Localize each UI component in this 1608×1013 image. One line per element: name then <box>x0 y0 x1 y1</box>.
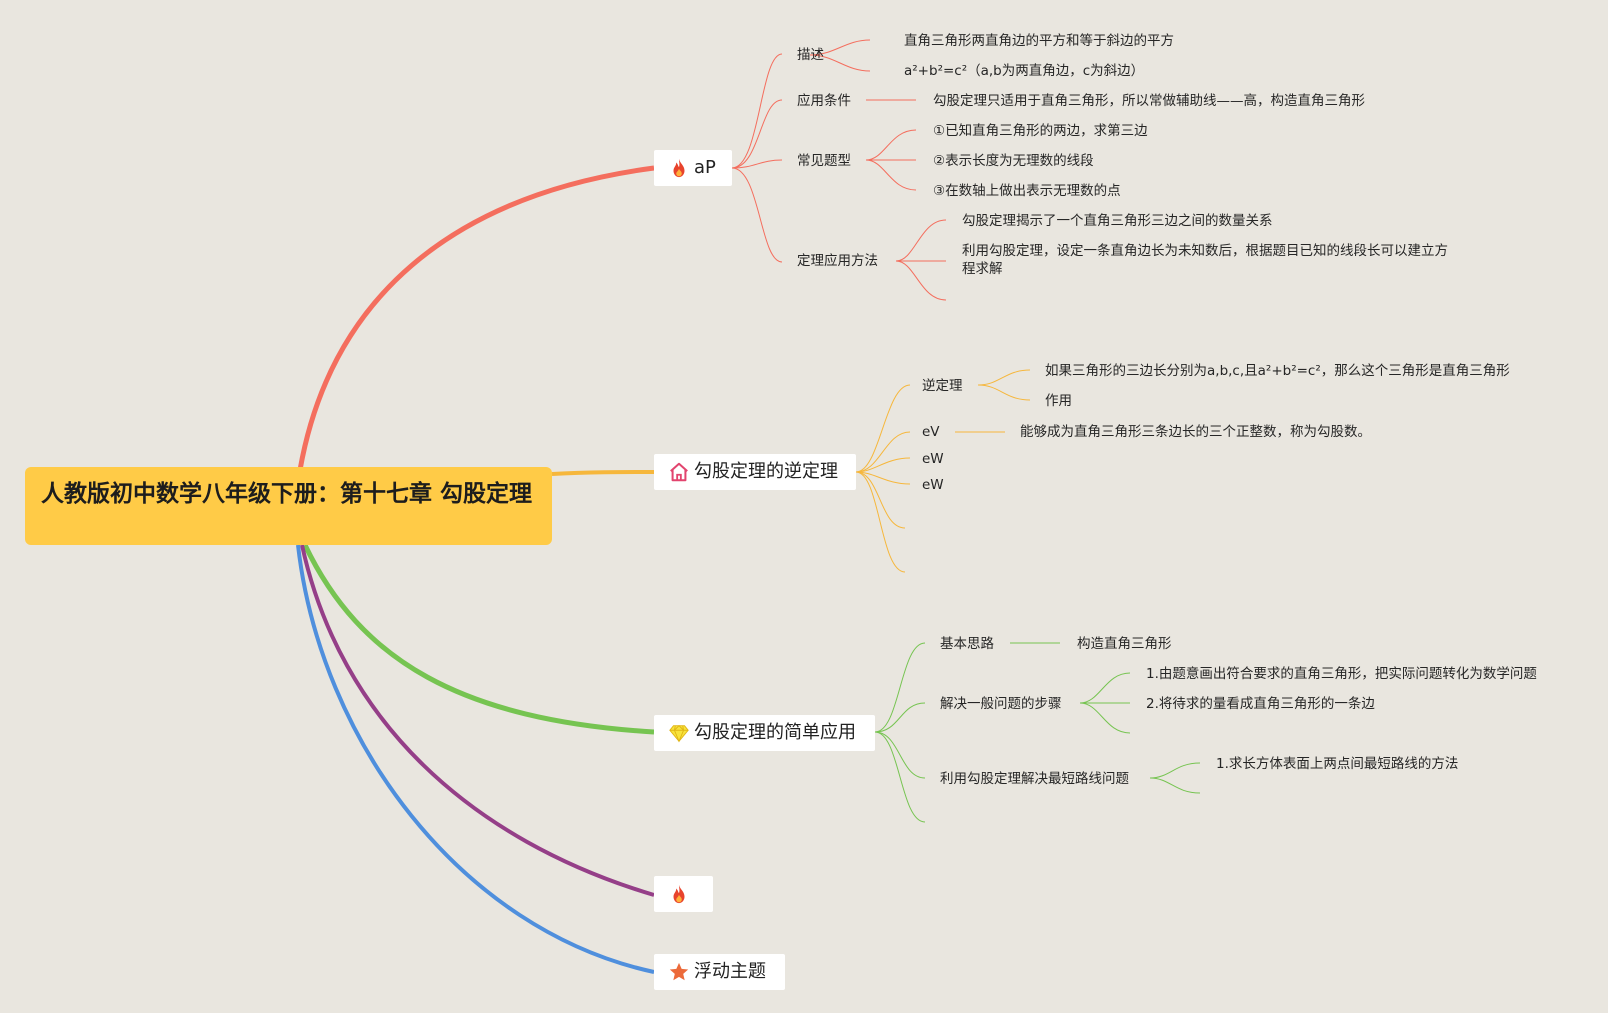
house-icon <box>670 462 688 482</box>
topic-steps[interactable]: 解决一般问题的步骤 <box>940 696 1062 712</box>
topic-shortest-path-item-1[interactable]: 1.求长方体表面上两点间最短路线的方法 <box>1216 756 1459 772</box>
theorem-subtree-lines <box>731 39 947 301</box>
branch-application[interactable]: 勾股定理的简单应用 <box>654 715 875 751</box>
topic-common-types-item-2[interactable]: ②表示长度为无理数的线段 <box>933 153 1094 169</box>
topic-converse-item-1[interactable]: 如果三角形的三边长分别为a,b,c,且a²+b²=c²，那么这个三角形是直角三角… <box>1045 363 1510 379</box>
connector-theorem <box>297 165 655 471</box>
topic-describe-item-1[interactable]: 直角三角形两直角边的平方和等于斜边的平方 <box>904 33 1174 49</box>
star-icon <box>669 962 689 981</box>
topic-describe[interactable]: 描述 <box>797 47 824 63</box>
branch-theorem-label: aP <box>694 157 716 178</box>
branch-theorem[interactable]: aP <box>654 150 732 186</box>
fire-icon <box>673 884 685 904</box>
converse-subtree-lines <box>855 369 1031 573</box>
topic-converse-item-2[interactable]: 作用 <box>1045 393 1072 409</box>
application-subtree-lines <box>874 642 1201 823</box>
branch-floating-label: 浮动主题 <box>694 961 766 982</box>
topic-basic-idea-item-1[interactable]: 构造直角三角形 <box>1077 636 1172 652</box>
topic-basic-idea[interactable]: 基本思路 <box>940 636 994 652</box>
topic-common-types-item-3[interactable]: ③在数轴上做出表示无理数的点 <box>933 183 1121 199</box>
topic-ev[interactable]: eV <box>922 424 940 440</box>
connector-application <box>302 543 655 735</box>
topic-common-types-item-1[interactable]: ①已知直角三角形的两边，求第三边 <box>933 123 1148 139</box>
topic-converse-theorem[interactable]: 逆定理 <box>922 378 963 394</box>
connector-converse <box>551 470 655 476</box>
gem-icon <box>669 725 689 743</box>
topic-steps-item-2[interactable]: 2.将待求的量看成直角三角形的一条边 <box>1146 696 1375 712</box>
connector-floating <box>296 544 655 974</box>
connector-empty <box>300 544 655 897</box>
topic-common-types[interactable]: 常见题型 <box>797 153 851 169</box>
branch-converse[interactable]: 勾股定理的逆定理 <box>654 454 856 490</box>
topic-steps-item-1[interactable]: 1.由题意画出符合要求的直角三角形，把实际问题转化为数学问题 <box>1146 666 1537 682</box>
root-topic[interactable]: 人教版初中数学八年级下册：第十七章 勾股定理 <box>25 467 552 545</box>
topic-method-item-1[interactable]: 勾股定理揭示了一个直角三角形三边之间的数量关系 <box>962 213 1273 229</box>
branch-empty[interactable] <box>654 876 713 912</box>
root-topic-label: 人教版初中数学八年级下册：第十七章 勾股定理 <box>41 481 533 507</box>
branch-application-label: 勾股定理的简单应用 <box>694 722 856 743</box>
topic-ew-2[interactable]: eW <box>922 477 944 493</box>
topic-condition-item-1[interactable]: 勾股定理只适用于直角三角形，所以常做辅助线——高，构造直角三角形 <box>933 93 1365 109</box>
branch-floating[interactable]: 浮动主题 <box>654 954 785 990</box>
topic-method[interactable]: 定理应用方法 <box>797 253 878 269</box>
topic-ev-item-1[interactable]: 能够成为直角三角形三条边长的三个正整数，称为勾股数。 <box>1020 424 1371 440</box>
topic-describe-item-2[interactable]: a²+b²=c²（a,b为两直角边，c为斜边） <box>904 63 1145 79</box>
topic-shortest-path[interactable]: 利用勾股定理解决最短路线问题 <box>940 771 1129 787</box>
topic-method-item-2[interactable]: 利用勾股定理，设定一条直角边长为未知数后，根据题目已知的线段长可以建立方程求解 <box>962 243 1448 277</box>
topic-condition[interactable]: 应用条件 <box>797 93 851 109</box>
fire-icon <box>673 158 685 178</box>
branch-converse-label: 勾股定理的逆定理 <box>694 461 838 482</box>
topic-ew-1[interactable]: eW <box>922 451 944 467</box>
